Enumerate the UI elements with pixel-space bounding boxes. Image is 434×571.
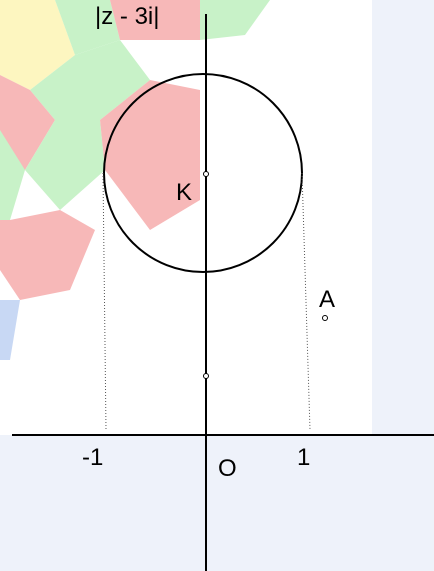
patch-green-left — [0, 130, 25, 220]
origin-label: O — [218, 455, 237, 482]
patch-red-circle — [100, 80, 200, 230]
dotted-line-right — [301, 172, 311, 431]
title-label: |z - 3i| — [95, 3, 159, 30]
patch-red-left — [0, 75, 55, 170]
patch-green-low — [25, 120, 105, 210]
patch-green-top — [55, 0, 120, 55]
patch-green-mid — [30, 40, 150, 120]
tick-one-label: 1 — [297, 444, 310, 471]
patch-red-low — [0, 210, 95, 300]
patch-yellow — [0, 0, 75, 90]
a-label: A — [319, 286, 335, 313]
point-a — [322, 315, 328, 321]
k-label: K — [176, 179, 192, 206]
tick-minus-one-label: -1 — [82, 444, 103, 471]
patch-green-right — [200, 0, 270, 40]
dotted-line-left — [102, 172, 107, 431]
point-k — [203, 171, 209, 177]
decorative-patches — [0, 0, 270, 360]
patch-blue-edge — [0, 300, 20, 360]
patch-red-top — [110, 0, 200, 40]
point-i — [203, 373, 209, 379]
